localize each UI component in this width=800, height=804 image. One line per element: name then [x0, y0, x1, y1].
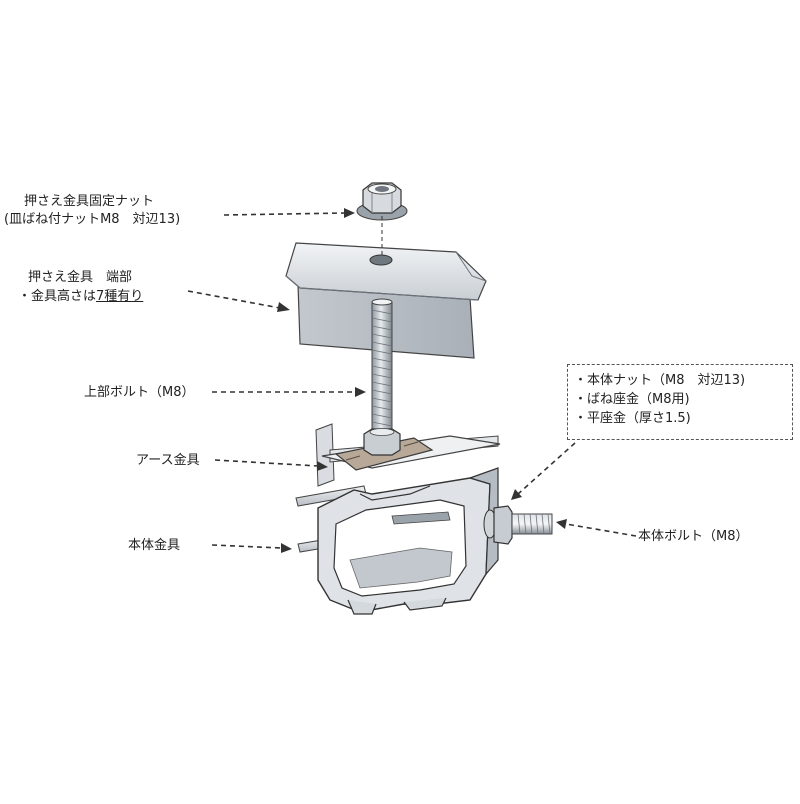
label-earth-fitting: アース金具: [136, 453, 200, 468]
label-fixing-nut: 押さえ金具固定ナット: [24, 194, 155, 209]
label-clamp-height-prefix: ・金具高さは: [18, 289, 97, 304]
leader-arrowheads: [277, 208, 567, 553]
label-upper-bolt: 上部ボルト（M8）: [84, 385, 195, 400]
leader-lines: [187, 212, 637, 549]
flange-nut: [356, 182, 408, 221]
label-clamp-height: ・金具高さは7種有り: [18, 287, 143, 306]
label-body-bolt: 本体ボルト（M8）: [638, 529, 749, 544]
spec-item-body-nut: ・本体ナット（M8 対辺13): [574, 373, 746, 388]
body-bolt: [483, 505, 553, 545]
spec-item-spring-washer: ・ばね座金（M8用): [574, 392, 690, 407]
label-end-clamp: 押さえ金具 端部: [28, 270, 133, 285]
label-fixing-nut-spec: (皿ばね付ナットM8 対辺13): [4, 212, 181, 227]
spec-item-flat-washer: ・平座金（厚さ1.5): [574, 411, 691, 426]
spec-box: ・本体ナット（M8 対辺13) ・ばね座金（M8用) ・平座金（厚さ1.5): [567, 364, 793, 440]
body-top: [321, 428, 501, 471]
upper-bolt: [371, 298, 393, 433]
label-clamp-height-count: 7種有り: [96, 289, 144, 304]
label-body-fitting: 本体金具: [128, 538, 181, 553]
body-profile: [295, 467, 499, 615]
